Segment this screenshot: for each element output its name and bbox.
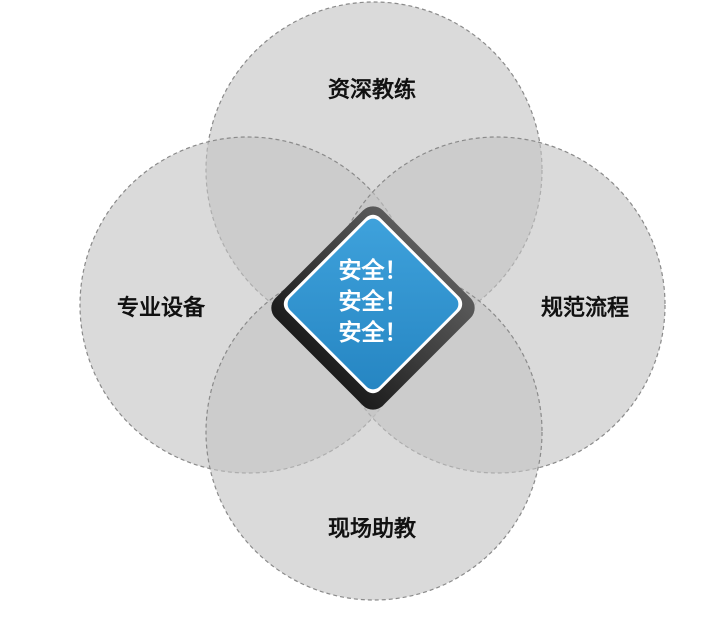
left-circle-label: 专业设备 [117, 295, 206, 321]
diamond-face [287, 218, 459, 390]
center-line-1: 安全！ [339, 257, 408, 284]
right-circle-label: 规范流程 [541, 295, 629, 321]
center-line-3: 安全！ [339, 319, 408, 346]
center-line-2: 安全！ [339, 288, 408, 315]
bottom-circle-label: 现场助教 [328, 516, 417, 542]
top-circle-label: 资深教练 [328, 77, 416, 103]
